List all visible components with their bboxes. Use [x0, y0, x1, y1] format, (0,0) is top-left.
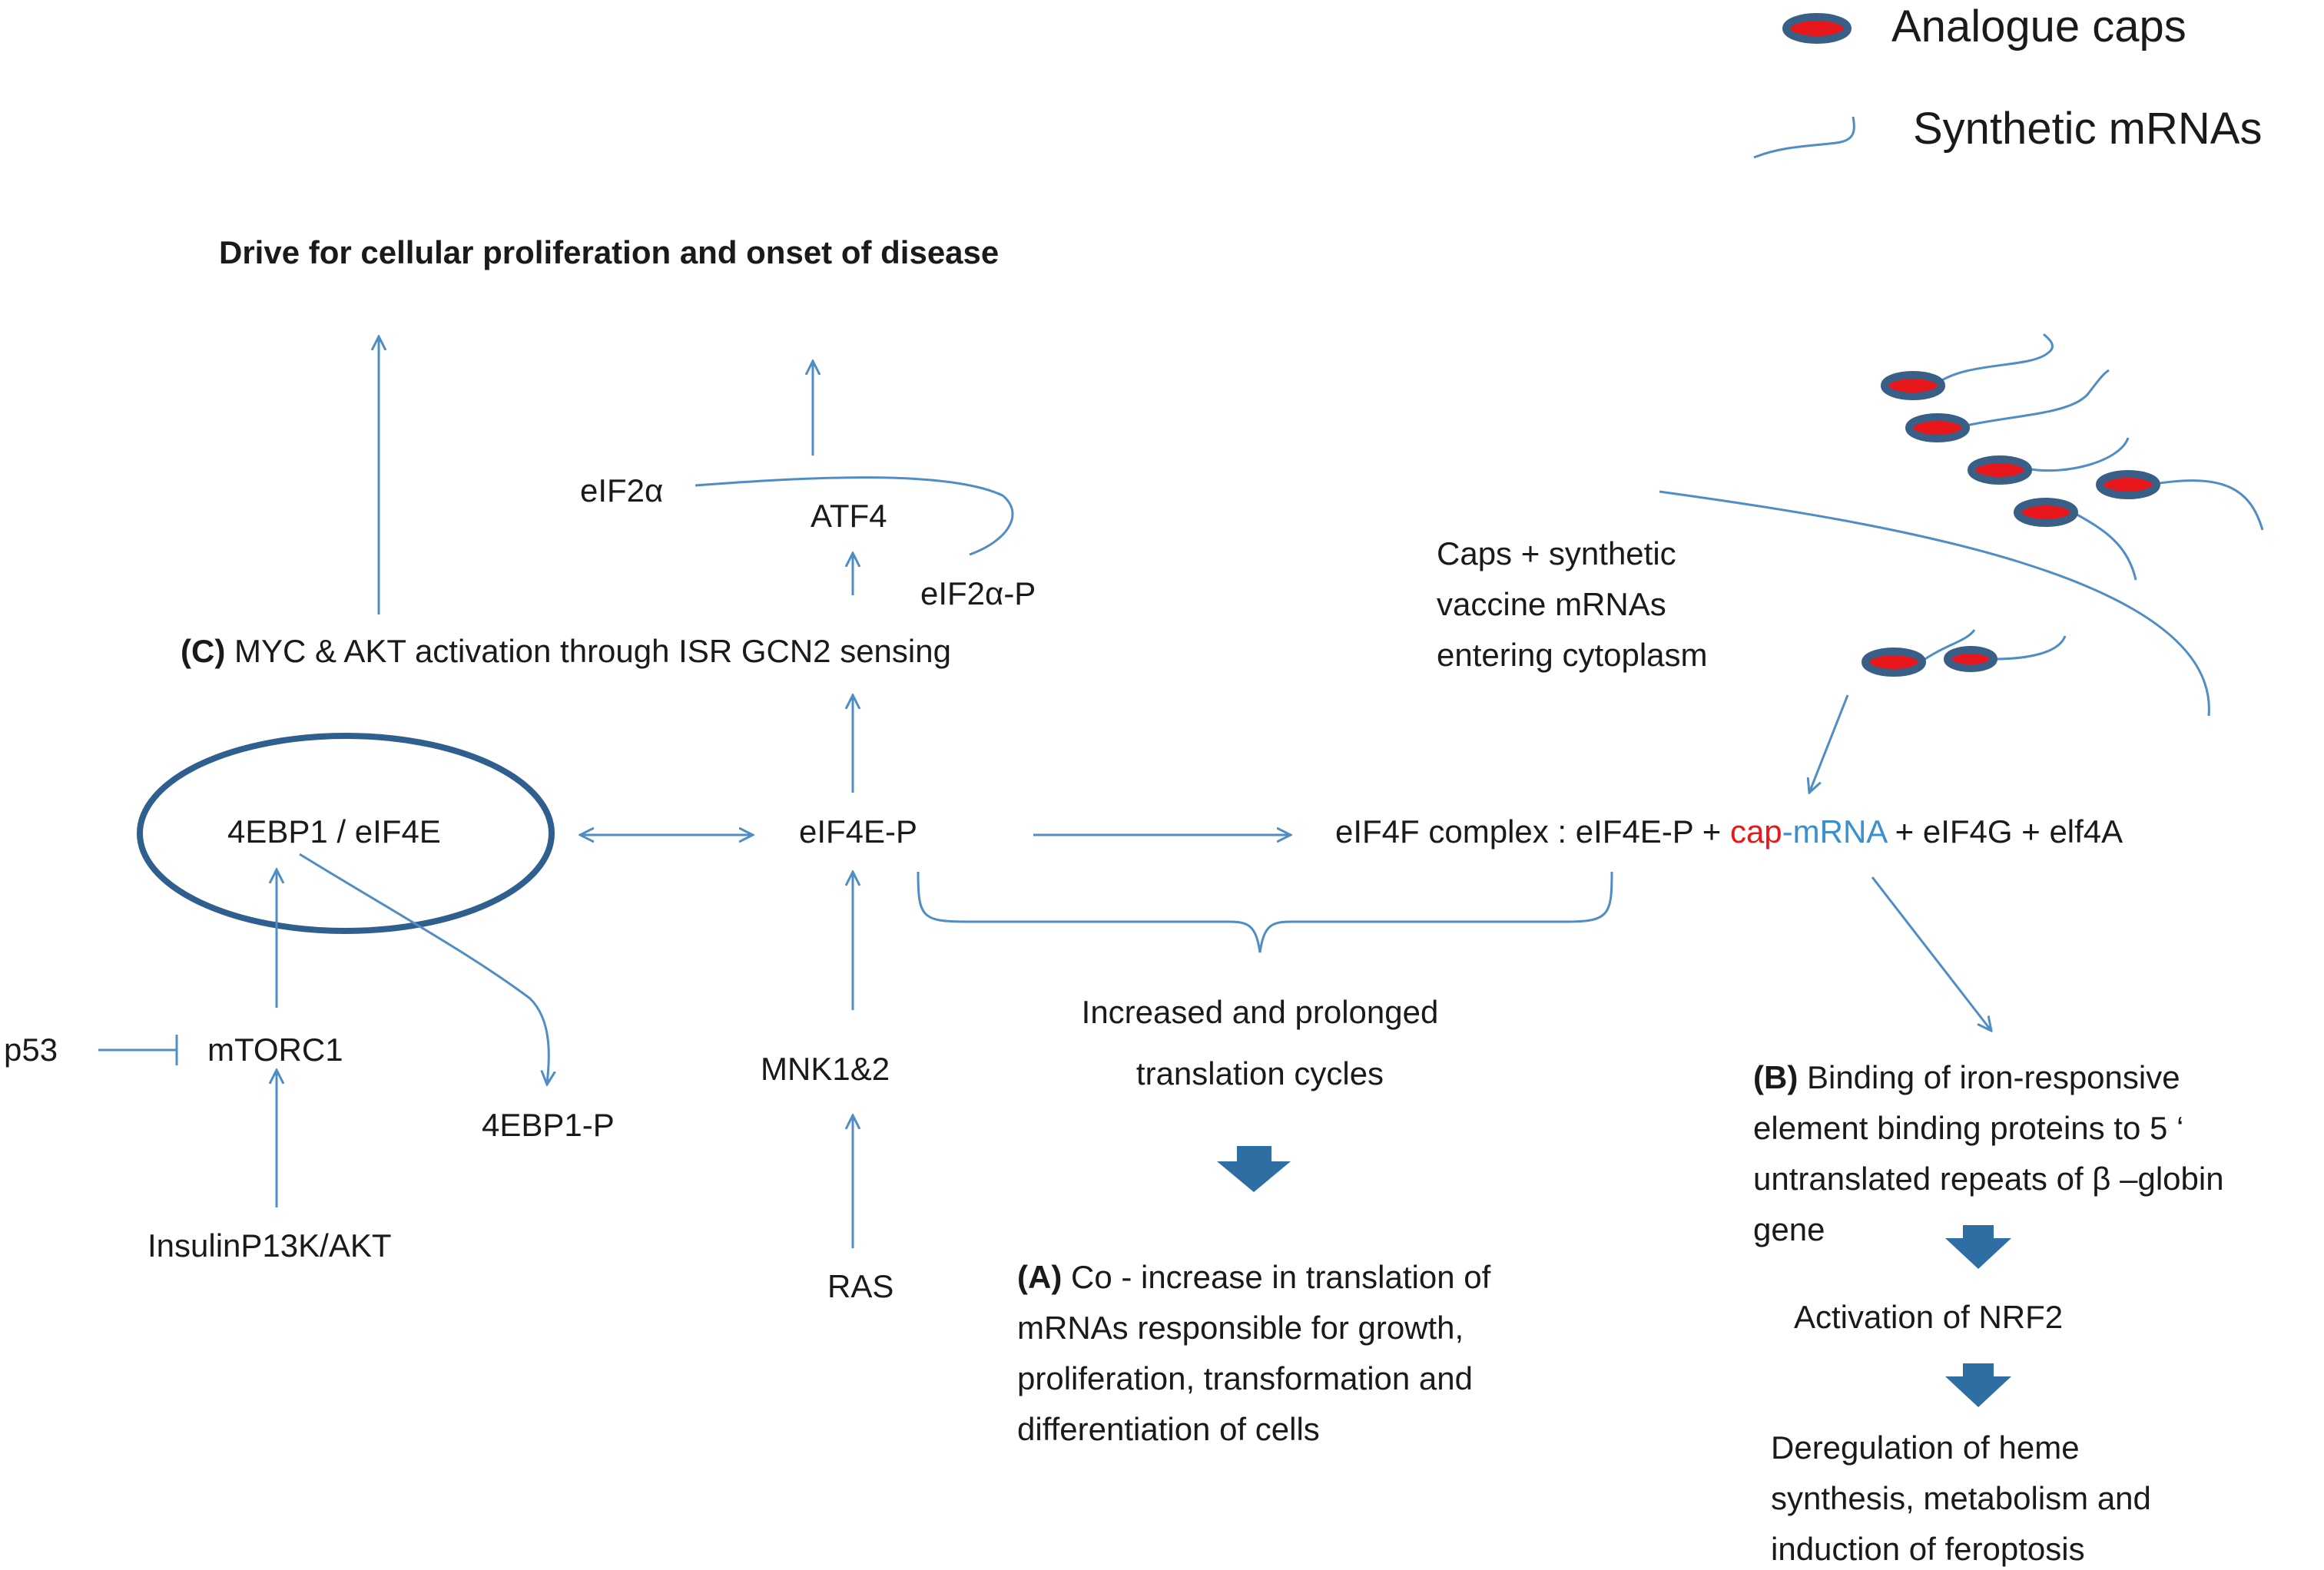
diagram-title: Drive for cellular proliferation and ons… [219, 234, 1000, 270]
increased-line: translation cycles [1135, 1055, 1384, 1091]
section-b-block: (B) Binding of iron-responsive element b… [1753, 1052, 2224, 1255]
section-b-line: Binding of iron-responsive [1798, 1059, 2180, 1095]
section-b-line: untranslated repeats of β –globin [1753, 1161, 2224, 1197]
node-eif4f-complex: eIF4F complex : eIF4E-P + cap-mRNA + eIF… [1335, 813, 2123, 851]
eif4f-suffix: + eIF4G + elf4A [1886, 813, 2123, 850]
complex-ellipse [137, 733, 555, 934]
legend-caps-label: Analogue caps [1891, 2, 2186, 51]
node-eif2a-p: eIF2α-P [920, 575, 1036, 611]
deregulation-line: Deregulation of heme [1771, 1429, 2080, 1466]
caps-entering-line: entering cytoplasm [1437, 637, 1708, 673]
deregulation-line: synthesis, metabolism and [1771, 1480, 2151, 1516]
caps-entering-line: vaccine mRNAs [1437, 586, 1666, 622]
section-a-line: Co - increase in translation of [1062, 1259, 1491, 1295]
section-c-label: (C) MYC & AKT activation through ISR GCN… [181, 632, 951, 671]
section-b-tag: (B) [1753, 1059, 1799, 1095]
section-b-line: element binding proteins to 5 ‘ [1753, 1110, 2184, 1146]
cell-membrane-line [1659, 490, 2210, 717]
caps-with-mrnas [1862, 333, 2264, 677]
legend-mrna-label: Synthetic mRNAs [1913, 104, 2263, 154]
section-a-tag: (A) [1017, 1259, 1063, 1295]
legend-cap-icon [1782, 13, 1852, 44]
section-c-text: MYC & AKT activation through ISR GCN2 se… [225, 633, 951, 669]
node-p53: p53 [4, 1032, 58, 1068]
deregulation-line: induction of feroptosis [1771, 1531, 2085, 1567]
caps-entering-label: Caps + synthetic vaccine mRNAs entering … [1437, 528, 1708, 681]
node-mtorc1: mTORC1 [207, 1032, 343, 1068]
translation-brace [917, 871, 1613, 953]
block-arrow-to-nrf2 [1945, 1225, 2011, 1269]
section-c-tag: (C) [181, 633, 226, 669]
legend-mrna-icon [1753, 116, 1855, 159]
node-mnk: MNK1&2 [761, 1051, 890, 1087]
node-ras: RAS [827, 1268, 894, 1304]
block-arrow-to-deregulation [1945, 1363, 2011, 1407]
arrow-eif4f-to-b [1871, 876, 1991, 1031]
node-atf4: ATF4 [811, 498, 887, 534]
node-eif2a: eIF2α [580, 472, 664, 508]
eif4f-mrna: -mRNA [1782, 813, 1886, 850]
node-4ebp1-p: 4EBP1-P [482, 1107, 615, 1143]
increased-line: Increased and prolonged [1081, 994, 1439, 1030]
section-a-block: (A) Co - increase in translation of mRNA… [1017, 1252, 1490, 1455]
node-eif4e-p: eIF4E-P [799, 813, 918, 850]
deregulation-block: Deregulation of heme synthesis, metaboli… [1771, 1423, 2151, 1570]
node-insulin: InsulinP13K/AKT [148, 1227, 392, 1264]
arrow-4ebp1-to-4ebp1p [299, 853, 549, 1085]
eif4f-prefix: eIF4F complex : eIF4E-P + [1335, 813, 1730, 850]
section-a-line: differentiation of cells [1017, 1411, 1320, 1447]
section-b-line: gene [1753, 1211, 1825, 1247]
section-a-line: proliferation, transformation and [1017, 1360, 1473, 1396]
increased-translation-label: Increased and prolonged translation cycl… [976, 982, 1544, 1105]
caps-entering-line: Caps + synthetic [1437, 535, 1676, 571]
block-arrow-to-a [1217, 1146, 1291, 1192]
node-4ebp1-eif4e: 4EBP1 / eIF4E [227, 813, 441, 850]
node-nrf2: Activation of NRF2 [1794, 1299, 2064, 1335]
eif2a-connector [695, 476, 1014, 556]
arrow-caps-to-eif4f [1809, 694, 1849, 793]
eif4f-cap: cap [1729, 813, 1782, 850]
section-a-line: mRNAs responsible for growth, [1017, 1310, 1464, 1346]
